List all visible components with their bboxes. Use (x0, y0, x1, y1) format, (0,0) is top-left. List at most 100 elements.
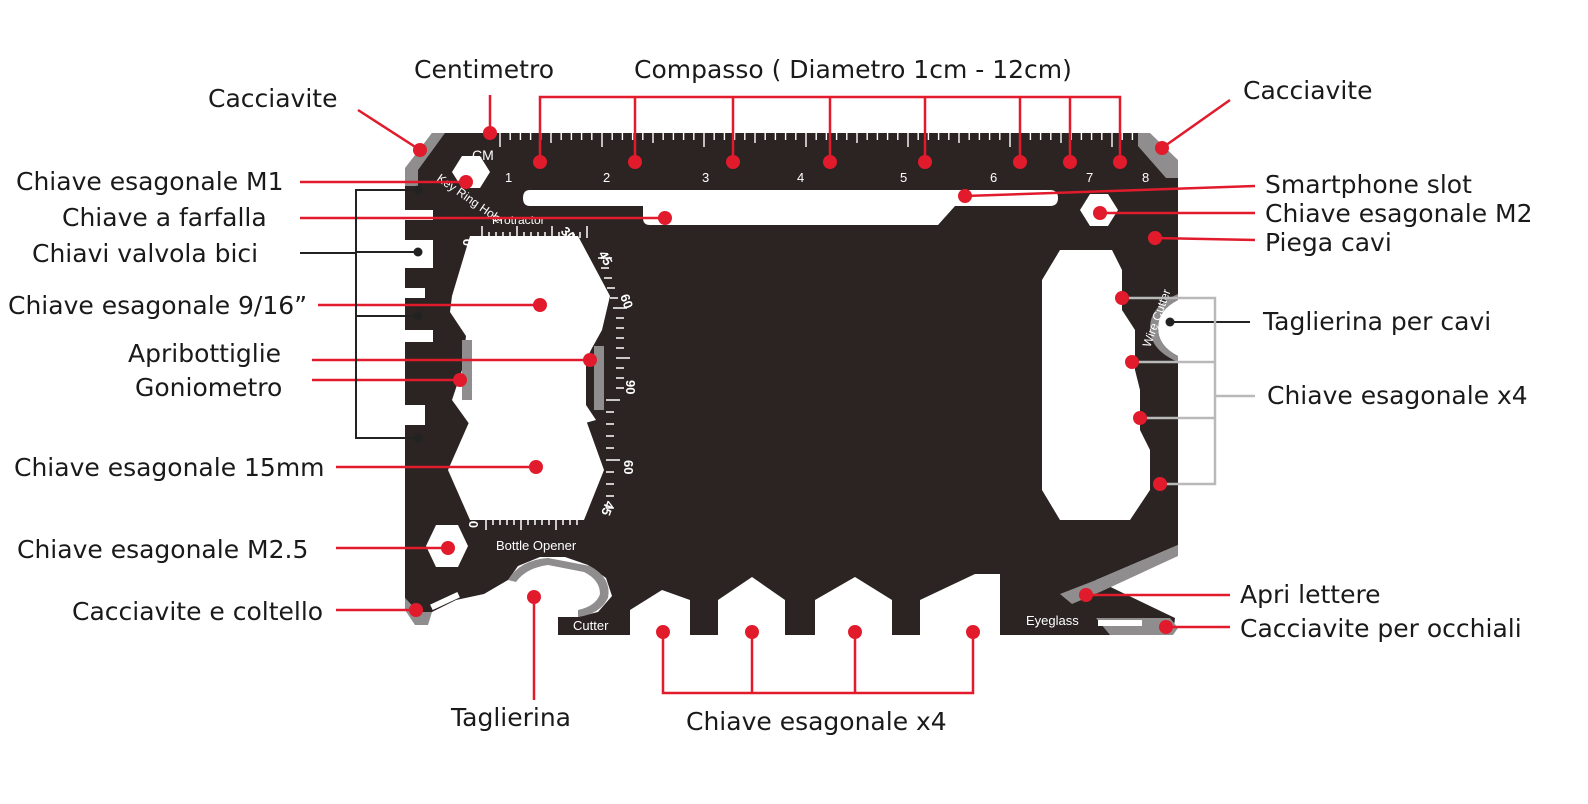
marker-dot (441, 541, 455, 555)
wire-cutter-notch (1158, 300, 1178, 356)
label-cacciavite-coltello: Cacciavite e coltello (72, 597, 324, 626)
label-goniometro: Goniometro (135, 373, 283, 402)
angle-label: 0 (466, 521, 481, 528)
label-cacciavite-left: Cacciavite (208, 84, 338, 113)
label-chiave-m2: Chiave esagonale M2 (1265, 199, 1533, 228)
marker-dot (1153, 477, 1167, 491)
protractor-ticks (481, 226, 630, 530)
label-chiave-916: Chiave esagonale 9/16” (8, 291, 308, 320)
wire-cutter-bevel (1150, 294, 1178, 362)
label-chiavi-valvola: Chiavi valvola bici (32, 239, 259, 268)
marker-dot (527, 590, 541, 604)
angle-label: 0 (460, 239, 475, 246)
marker-dot (848, 625, 862, 639)
label-chiave-15mm: Chiave esagonale 15mm (14, 453, 325, 482)
marker-dot (409, 603, 423, 617)
ruler-number: 2 (603, 170, 610, 185)
bevel-top-left (405, 133, 445, 186)
label-cacciavite-occhiali: Cacciavite per occhiali (1240, 614, 1522, 643)
marker-dot (1115, 291, 1129, 305)
marker-dot (459, 175, 473, 189)
marker-dot (529, 460, 543, 474)
label-apribottiglie: Apribottiglie (128, 339, 282, 368)
label-apri-lettere: Apri lettere (1240, 580, 1381, 609)
marker-dot (413, 143, 427, 157)
label-chiave-m1: Chiave esagonale M1 (16, 167, 284, 196)
label-taglierina: Taglierina (451, 703, 571, 732)
label-chiave-m25: Chiave esagonale M2.5 (17, 535, 309, 564)
marker-dot (745, 625, 759, 639)
marker-dot (658, 211, 672, 225)
cm-label: CM (472, 147, 494, 163)
hex-916-cutout (450, 236, 610, 425)
bevel-bottom-left (405, 598, 432, 625)
leader-lines-gray (1122, 296, 1255, 486)
leader-lines-dark (300, 189, 1250, 439)
marker-dot (918, 155, 932, 169)
marker-dot (958, 189, 972, 203)
marker-dot-dark (413, 433, 423, 443)
marker-dot (1113, 155, 1127, 169)
label-compasso: Compasso ( Diametro 1cm - 12cm) (634, 55, 1072, 84)
hex-15mm-cutout (448, 420, 604, 520)
markers (409, 126, 1175, 639)
valve-key-notches (403, 210, 433, 425)
marker-dot-dark (413, 311, 423, 321)
marker-dot (1159, 620, 1173, 634)
label-chiave-x4-bottom: Chiave esagonale x4 (686, 707, 947, 736)
marker-dot (583, 353, 597, 367)
bottle-opener-label: Bottle Opener (496, 538, 577, 553)
marker-dot (1063, 155, 1077, 169)
bottle-opener-bar (594, 346, 604, 410)
angle-label: 45 (595, 248, 615, 268)
cutter-label: Cutter (573, 618, 609, 633)
marker-dot (823, 155, 837, 169)
label-chiave-x4-right: Chiave esagonale x4 (1267, 381, 1528, 410)
marker-dot (1125, 355, 1139, 369)
ruler-number: 8 (1142, 170, 1149, 185)
right-hex-cutout (1042, 250, 1150, 520)
ruler-number: 4 (797, 170, 804, 185)
marker-dot (1093, 206, 1107, 220)
marker-dot (1013, 155, 1027, 169)
label-taglierina-cavi: Taglierina per cavi (1263, 307, 1492, 336)
label-piega-cavi: Piega cavi (1265, 228, 1392, 257)
protractor-label: Protractor (492, 213, 545, 227)
marker-dot (533, 155, 547, 169)
marker-dot (1133, 411, 1147, 425)
angle-label: 60 (617, 292, 636, 311)
marker-dot (966, 625, 980, 639)
marker-dot (628, 155, 642, 169)
smartphone-slot (523, 190, 1058, 225)
angle-label: 90 (623, 380, 638, 394)
marker-dot (1155, 141, 1169, 155)
protractor-notch (462, 340, 472, 400)
angle-label: 60 (621, 460, 636, 474)
marker-dot-dark (413, 247, 423, 257)
label-chiave-farfalla: Chiave a farfalla (62, 203, 267, 232)
label-centimetro: Centimetro (414, 55, 554, 84)
eyeglass-label: Eyeglass (1026, 613, 1079, 628)
eyeglass-screwdriver-tip (1098, 620, 1142, 626)
marker-dot (656, 625, 670, 639)
marker-dot (1079, 588, 1093, 602)
label-smartphone-slot: Smartphone slot (1265, 170, 1472, 199)
ruler-number: 3 (702, 170, 709, 185)
ruler-number: 7 (1086, 170, 1093, 185)
leader-lines-red (300, 95, 1256, 700)
bevel-top-right (1138, 133, 1178, 178)
marker-dot (533, 298, 547, 312)
ruler-numbers: 1 2 3 4 5 6 7 8 (505, 170, 1149, 185)
knife-slot (430, 591, 460, 611)
marker-dot-dark (413, 185, 423, 195)
ruler-number: 5 (900, 170, 907, 185)
marker-dot (1148, 231, 1162, 245)
marker-dot (453, 373, 467, 387)
angle-label: 45 (598, 499, 617, 518)
ruler-number: 6 (990, 170, 997, 185)
ruler-number: 1 (505, 170, 512, 185)
marker-dot (483, 126, 497, 140)
